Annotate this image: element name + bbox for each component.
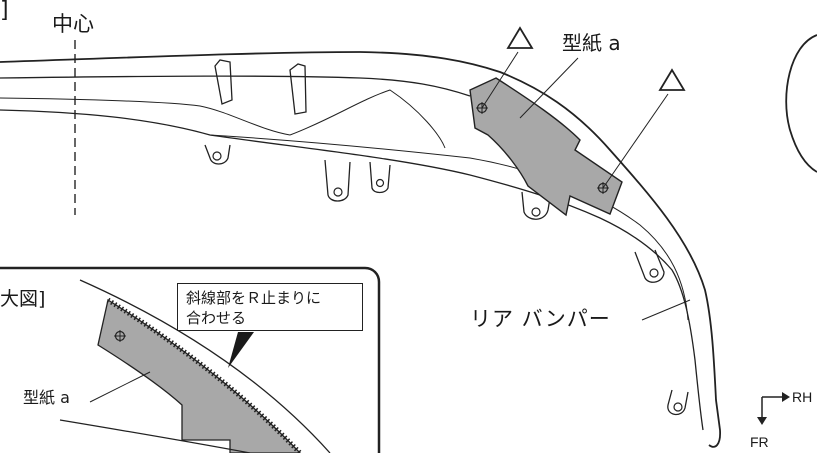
direction-fr-label: FR: [750, 434, 769, 450]
mount-hole-3: [375, 178, 385, 188]
rear-bumper-label: リア バンパー: [470, 307, 611, 331]
inset-bumper-edge: [79, 279, 331, 454]
mount-hole-2: [333, 187, 343, 197]
bracket-1: [214, 59, 233, 105]
mount-tab-5: [634, 249, 665, 283]
bumper-inner-edge: [0, 75, 471, 97]
bumper-lip-line: [0, 97, 291, 136]
pattern-a-shape: [469, 77, 623, 217]
callout-line-2: 合わせる: [186, 309, 247, 327]
top-bracket-label: ]: [0, 0, 9, 23]
mount-hole-5: [649, 268, 659, 278]
partial-circle: [785, 34, 817, 173]
bumper-outline-bottom: [0, 109, 704, 431]
leader-rear-bumper: [641, 299, 691, 321]
bumper-sweep-curve: [289, 89, 446, 149]
mount-hole-4: [531, 207, 541, 217]
leader-triangle-1: [481, 51, 519, 109]
inset-pattern-a-label: 型紙 a: [23, 388, 70, 407]
detail-view-title: 大図]: [0, 288, 46, 310]
mount-hole-6: [673, 402, 683, 412]
pattern-a-label: 型紙 a: [562, 31, 621, 55]
mount-tab-4: [521, 191, 551, 220]
callout-pointer: [228, 332, 254, 368]
inset-hatch-edge: [106, 297, 302, 455]
dir-fr-arrowhead: [757, 417, 767, 425]
direction-rh-label: RH: [792, 389, 813, 405]
bumper-outline-top: [0, 51, 721, 448]
leader-pattern-a: [519, 57, 579, 119]
mount-tab-1: [204, 144, 231, 165]
callout-box: 斜線部をＲ止まりに 合わせる: [177, 283, 363, 331]
triangle-mark-1: [506, 26, 534, 49]
leader-inset-pattern-a: [89, 371, 151, 403]
mount-tab-2: [324, 159, 351, 202]
callout-line-1: 斜線部をＲ止まりに: [186, 289, 322, 307]
mount-tab-3: [369, 161, 391, 194]
triangle-mark-2: [658, 68, 686, 91]
mount-tab-6: [667, 389, 689, 416]
mount-hole-1: [212, 151, 222, 161]
bracket-2: [289, 63, 307, 115]
inset-lower-curve: [59, 419, 251, 454]
dir-rh-arrowhead: [782, 392, 790, 402]
detail-inset-frame: [0, 266, 381, 453]
leader-triangle-2: [602, 93, 669, 189]
center-label: 中心: [52, 12, 94, 36]
